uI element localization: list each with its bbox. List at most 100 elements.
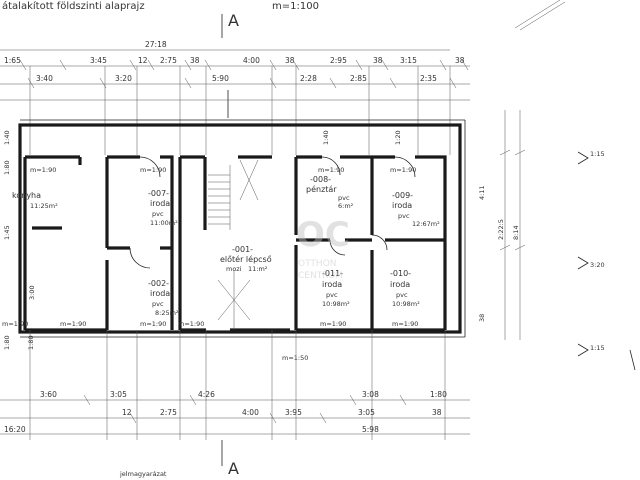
room-009-num: -009- (392, 191, 413, 200)
dim-left-5: 1:80 (3, 335, 11, 350)
dim-right-1: 1:40 (322, 130, 330, 145)
dim-bot-5: 1:80 (430, 390, 447, 399)
room-009-area: 12:67m² (412, 220, 440, 228)
room-008-area: 6:m² (338, 202, 354, 210)
room-010-num: -010- (390, 269, 411, 278)
dim-top-4: 2:75 (160, 56, 177, 65)
right-label-3: 1:15 (590, 344, 605, 352)
section-mark-top: A (228, 11, 239, 30)
room-eloter: -001- előtér lépcső mozi 11:m² (220, 245, 272, 273)
opening-label-1: m=1:90 (30, 166, 56, 174)
legend-label: jelmagyarázat (119, 470, 167, 478)
dim-top-9: 38 (373, 56, 383, 65)
dim-bot2-4: 3:95 (285, 408, 302, 417)
room-konyha: konyha 11:25m² (12, 191, 58, 210)
room-iroda-002: -002- iroda pvc 8:25m² (148, 279, 179, 317)
watermark-mark: OC (296, 215, 350, 255)
dim-bot2-2: 2:75 (160, 408, 177, 417)
dim-right-3: 4:11 (478, 185, 486, 200)
dim-right-6: 38 (478, 314, 486, 322)
opening-label-5: m=1:90 (60, 320, 86, 328)
opening-label-9: m=1:90 (2, 320, 28, 328)
room-007-area: 11:00m² (150, 219, 178, 227)
dim-overall: 27:18 (145, 40, 167, 49)
dim-top-10: 3:15 (400, 56, 417, 65)
dim-top-8: 2:95 (330, 56, 347, 65)
dim-right-2: 1:20 (394, 130, 402, 145)
dim-bot2-1: 12 (122, 408, 132, 417)
dim-top2-6: 2:35 (420, 74, 437, 83)
room-iroda-010: -010- iroda pvc 10:98m² (390, 269, 420, 308)
dim-top2-4: 2:28 (300, 74, 317, 83)
opening-label-4: m=1:90 (390, 166, 416, 174)
dim-top-11: 38 (455, 56, 465, 65)
dim-top2-5: 2:85 (350, 74, 367, 83)
room-011-name: iroda (322, 280, 342, 289)
room-008-name: pénztár (306, 184, 337, 194)
room-001-area: 11:m² (248, 265, 268, 273)
dim-right-5: 8:14 (512, 225, 520, 240)
plan-scale: m=1:100 (272, 1, 319, 12)
opening-label-3: m=1:90 (318, 166, 344, 174)
section-mark-bottom: A (228, 459, 239, 478)
dim-left-2: 1:80 (3, 160, 11, 175)
opening-label-2: m=1:90 (140, 166, 166, 174)
room-penztar: -008- pénztár pvc 6:m² (306, 175, 354, 210)
dim-top2-1: 3:40 (36, 74, 53, 83)
room-010-floor: pvc (396, 291, 408, 299)
room-010-name: iroda (390, 280, 410, 289)
room-iroda-011: -011- iroda pvc 10:98m² (322, 269, 350, 308)
room-002-area: 8:25m² (155, 309, 179, 317)
room-011-num: -011- (322, 269, 343, 278)
dim-bot2-3: 4:00 (242, 408, 259, 417)
dim-left-6: 1:80 (27, 335, 35, 350)
dim-top-3: 12 (138, 56, 148, 65)
room-008-floor: pvc (338, 194, 350, 202)
room-007-name: iroda (150, 199, 170, 208)
right-label-2: 3:20 (590, 261, 605, 269)
opening-label-7: m=1:90 (320, 320, 346, 328)
room-iroda-009: -009- iroda pvc 12:67m² (392, 191, 440, 228)
opening-label-6: m=1:90 (140, 320, 166, 328)
watermark-line1: OTTHON (298, 259, 337, 269)
room-007-floor: pvc (152, 210, 164, 218)
room-010-area: 10:98m² (392, 300, 420, 308)
room-001-floor: mozi (226, 265, 242, 273)
room-iroda-007: -007- iroda pvc 11:00m² (148, 189, 178, 227)
dim-top-7: 38 (285, 56, 295, 65)
room-009-floor: pvc (398, 212, 410, 220)
opening-label-8: m=1:90 (392, 320, 418, 328)
dim-bot2-6: 38 (432, 408, 442, 417)
dim-total: 16:20 (4, 425, 26, 434)
dim-bot2-5: 3:05 (358, 408, 375, 417)
dim-top-6: 4:00 (243, 56, 260, 65)
room-011-floor: pvc (326, 291, 338, 299)
dim-bot-4: 3:08 (362, 390, 379, 399)
room-001-name: előtér lépcső (220, 254, 272, 264)
dim-top-2: 3:45 (90, 56, 107, 65)
dim-right-4: 2:22:5 (497, 219, 505, 240)
dim-left-4: 3:00 (28, 285, 36, 300)
dim-bot-3: 4:26 (198, 390, 215, 399)
room-007-num: -007- (148, 189, 169, 198)
dim-left-1: 1:40 (3, 130, 11, 145)
room-002-floor: pvc (152, 300, 164, 308)
dim-bot-1: 3:60 (40, 390, 57, 399)
room-002-num: -002- (148, 279, 169, 288)
room-009-name: iroda (392, 201, 412, 210)
dim-top2-2: 3:20 (115, 74, 132, 83)
plan-title: átalakított földszinti alaprajz (2, 0, 145, 12)
room-konyha-name: konyha (12, 191, 41, 200)
dim-left-3: 1:45 (3, 225, 11, 240)
opening-label-10: m=1:90 (178, 320, 204, 328)
watermark-line2: CENTRUM (298, 271, 343, 281)
door-label: m=1:50 (282, 354, 308, 362)
dim-top-1: 1:65 (4, 56, 21, 65)
room-001-num: -001- (232, 245, 253, 254)
right-label-1: 1:15 (590, 150, 605, 158)
room-008-num: -008- (310, 175, 331, 184)
dim-bot3-1: 5:98 (362, 425, 379, 434)
room-011-area: 10:98m² (322, 300, 350, 308)
dim-top-5: 38 (190, 56, 200, 65)
